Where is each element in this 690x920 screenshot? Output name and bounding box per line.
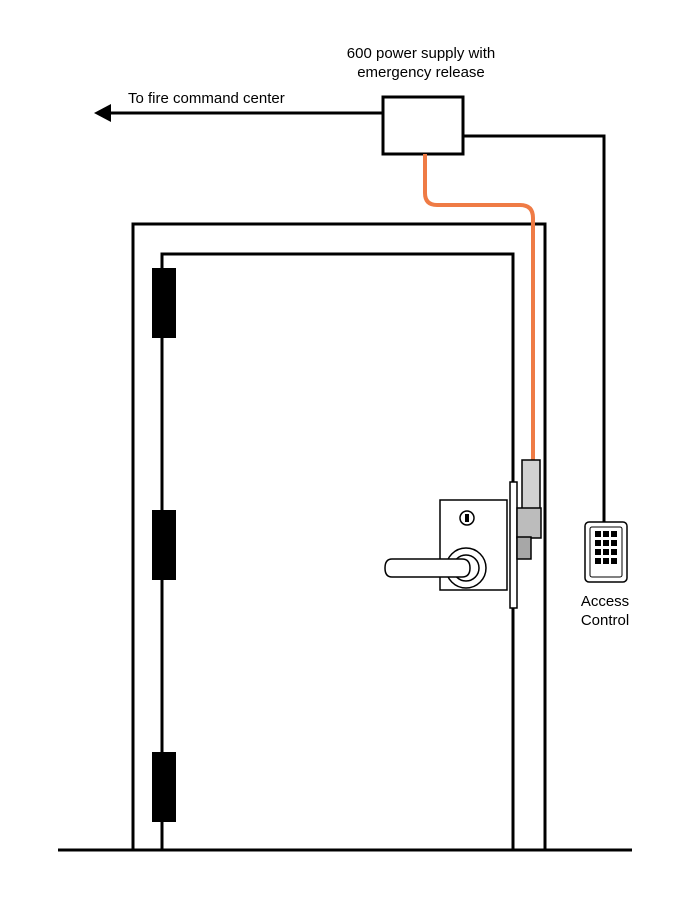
strike-body <box>521 459 541 513</box>
power-cable <box>423 154 535 462</box>
power-supply-label-line2: emergency release <box>357 64 485 81</box>
fire-command-label: To fire command center <box>128 90 285 107</box>
arrow-left-icon <box>94 104 111 122</box>
access-control-label-line1: Access <box>580 593 630 610</box>
hinge-middle <box>152 510 176 580</box>
power-supply-label: 600 power supply with emergency release <box>313 44 529 82</box>
lever-handle-icon <box>384 547 487 589</box>
keypad-icon <box>584 521 628 583</box>
power-supply-label-line1: 600 power supply with <box>346 45 496 62</box>
strike-housing <box>516 507 542 539</box>
access-control-label-line2: Control <box>580 612 630 629</box>
hinge-bottom <box>152 752 176 822</box>
strike-faceplate <box>509 481 518 609</box>
hinge-top <box>152 268 176 338</box>
access-control-wire <box>463 134 606 522</box>
key-cylinder-icon <box>459 510 475 526</box>
strike-keeper <box>516 536 532 560</box>
door-frame <box>131 222 547 850</box>
power-supply-box <box>381 95 465 156</box>
access-control-label: Access Control <box>560 592 650 630</box>
